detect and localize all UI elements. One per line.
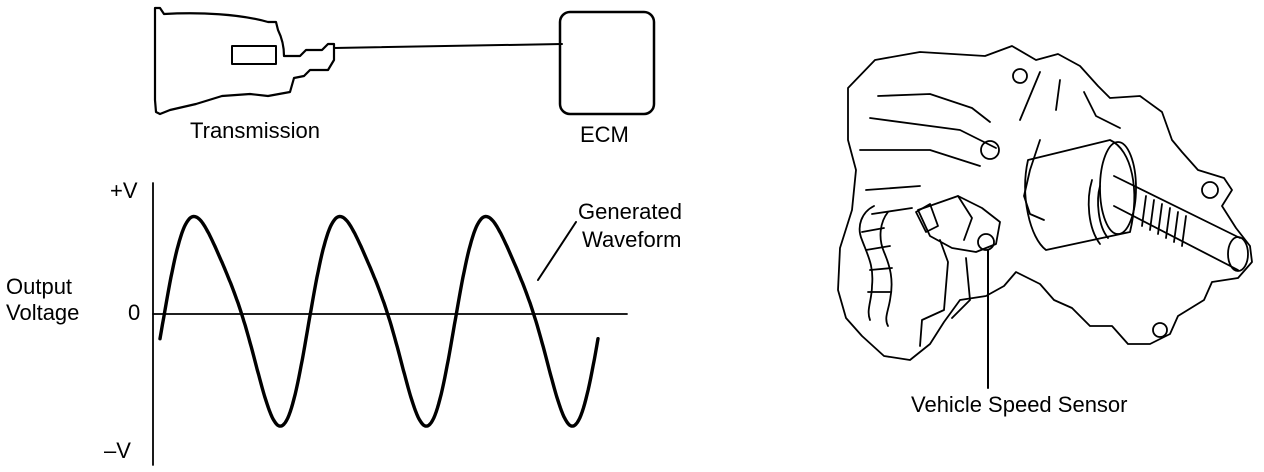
transmission-housing-drawing xyxy=(837,45,1253,361)
transmission-label: Transmission xyxy=(190,118,320,143)
waveform-leader xyxy=(537,221,577,281)
vehicle-speed-sensor-label: Vehicle Speed Sensor xyxy=(911,392,1128,417)
shaft-collar xyxy=(1087,179,1109,245)
harness xyxy=(858,205,893,327)
spline-shaft xyxy=(1113,175,1241,271)
ecm-box xyxy=(558,10,656,116)
bolt-boss xyxy=(1012,68,1028,84)
waveform-graph: +V 0 –V Output Voltage Generated Wavefor… xyxy=(6,178,682,466)
sensor-clip xyxy=(1023,139,1045,221)
casting-rib xyxy=(859,93,997,215)
waveform-label: Waveform xyxy=(582,227,681,252)
sensor-bolt xyxy=(977,233,995,251)
sensor-illustration xyxy=(837,45,1253,361)
plus-v-label: +V xyxy=(110,178,138,203)
transmission-housing xyxy=(153,6,336,116)
speed-sensor-body xyxy=(917,195,1001,253)
harness-bands xyxy=(861,227,893,293)
shaft-end xyxy=(1227,236,1249,272)
sensor-connector xyxy=(915,195,973,241)
bolt-boss-3 xyxy=(1152,322,1168,338)
extension-cylinder xyxy=(1024,139,1136,251)
transmission-schematic: Transmission ECM xyxy=(153,6,656,147)
output-label: Output xyxy=(6,274,72,299)
generated-waveform xyxy=(158,214,600,428)
voltage-label: Voltage xyxy=(6,300,79,325)
signal-wire xyxy=(333,43,563,49)
cylinder-face xyxy=(1099,141,1137,235)
casting-rib-2 xyxy=(1019,71,1121,129)
zero-label: 0 xyxy=(128,300,140,325)
shaft-splines xyxy=(1141,195,1187,247)
bolt-boss-2 xyxy=(1201,181,1219,199)
bolt-boss-4 xyxy=(980,140,1000,160)
ecm-label: ECM xyxy=(580,122,629,147)
sensor-plug xyxy=(231,45,277,65)
minus-v-label: –V xyxy=(104,438,131,463)
generated-label: Generated xyxy=(578,199,682,224)
bracket xyxy=(919,239,971,347)
